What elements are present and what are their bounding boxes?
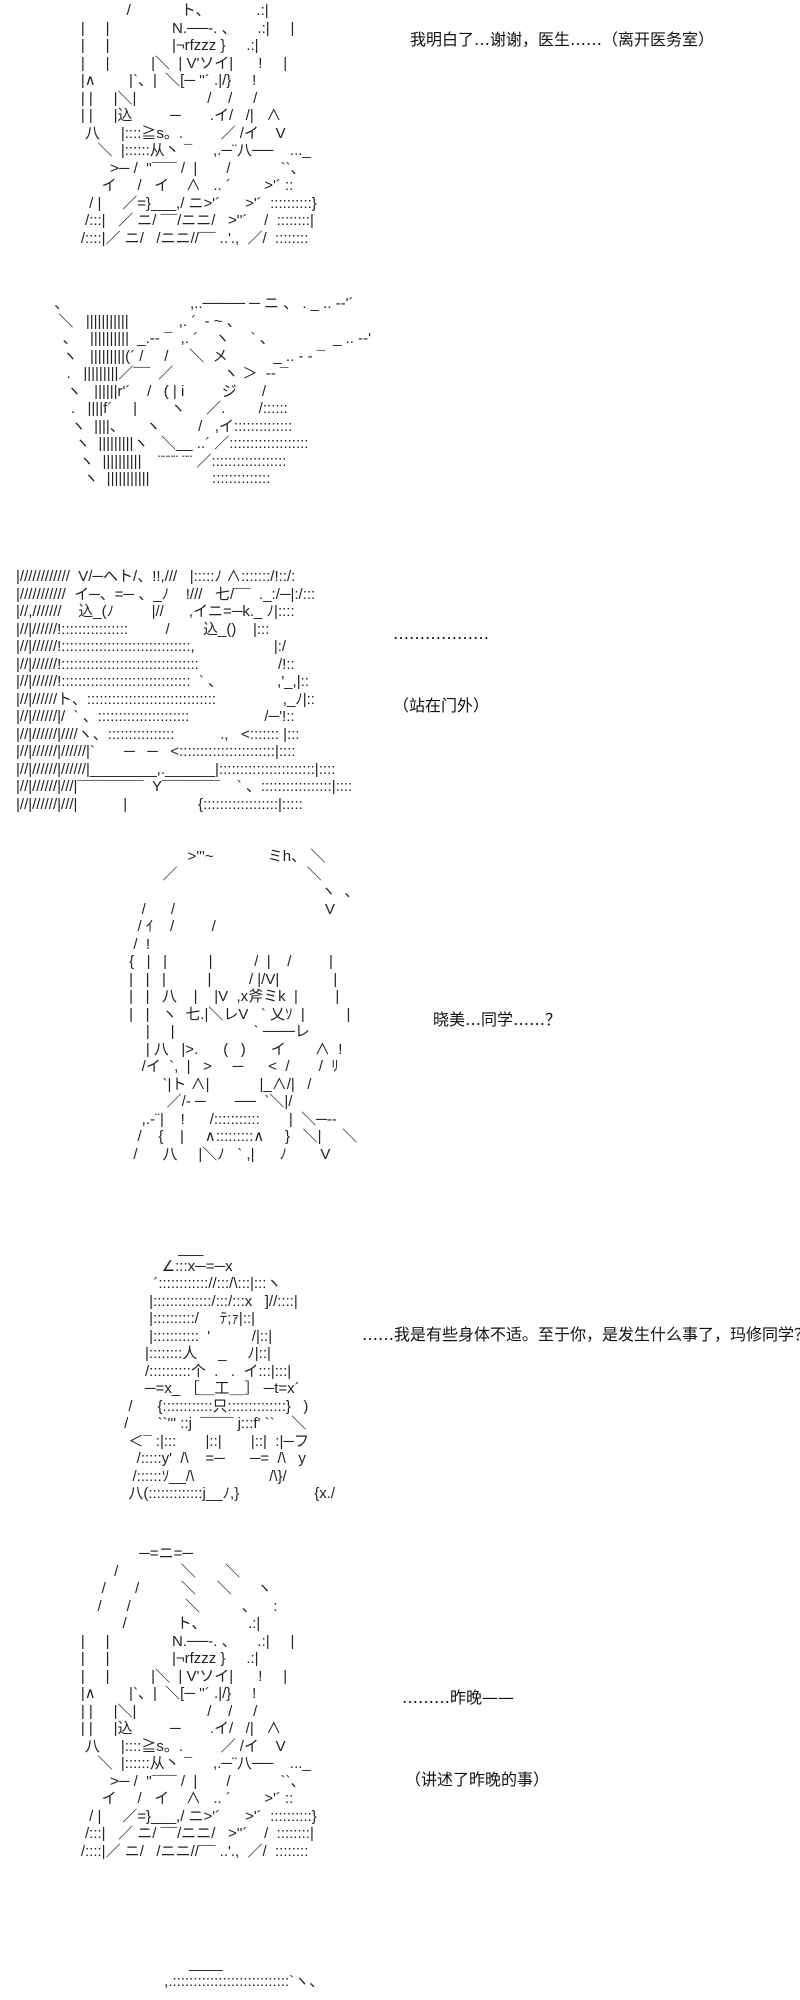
stage-direction-outside-door: （站在门外） (393, 696, 490, 715)
ascii-art-panel-1: / ト、 .:| | | N.──-. 、 .:| | | | |¬rfzzz … (80, 2, 317, 247)
ascii-art-panel-4: >'''~ ミh、 ＼ ／ ＼ ヽ 、 / / V / ｲ (129, 848, 360, 1163)
ascii-art-panel-3: |//////////// V/─へト/、!!,/// |:::::ﾉ ∧:::… (16, 568, 353, 813)
ascii-art-panel-5: ___ ∠:::x─=─x ´:::::::::::://:::/\:::|::… (124, 1240, 336, 1502)
dialogue-line-6: ………昨晚—— (402, 1688, 515, 1707)
dialogue-line-5: ……我是有些身体不适。至于你，是发生什么事了，玛修同学？ (362, 1325, 800, 1344)
stage-direction-recount: （讲述了昨晚的事） (405, 1770, 550, 1789)
dialogue-line-1: 我明白了…谢谢，医生……（离开医务室） (410, 30, 715, 49)
dialogue-line-4: 晓美…同学……？ (433, 1010, 562, 1029)
ascii-art-panel-7: ____ ,.::::::::::::::::::::::::::::`ヽ、 (164, 1955, 325, 1990)
ascii-art-panel-6: ─=ニ=─ / ＼ ＼ / / ＼ ＼ ヽ / / ＼ 、 : / ト、 .:|… (80, 1545, 317, 1860)
dialogue-ellipsis: ……………… (393, 624, 489, 643)
ascii-art-panel-2: 、 ,..──── ─ ニ 、 . _ .. -‐'´ ＼ ||||||||||… (54, 295, 371, 487)
